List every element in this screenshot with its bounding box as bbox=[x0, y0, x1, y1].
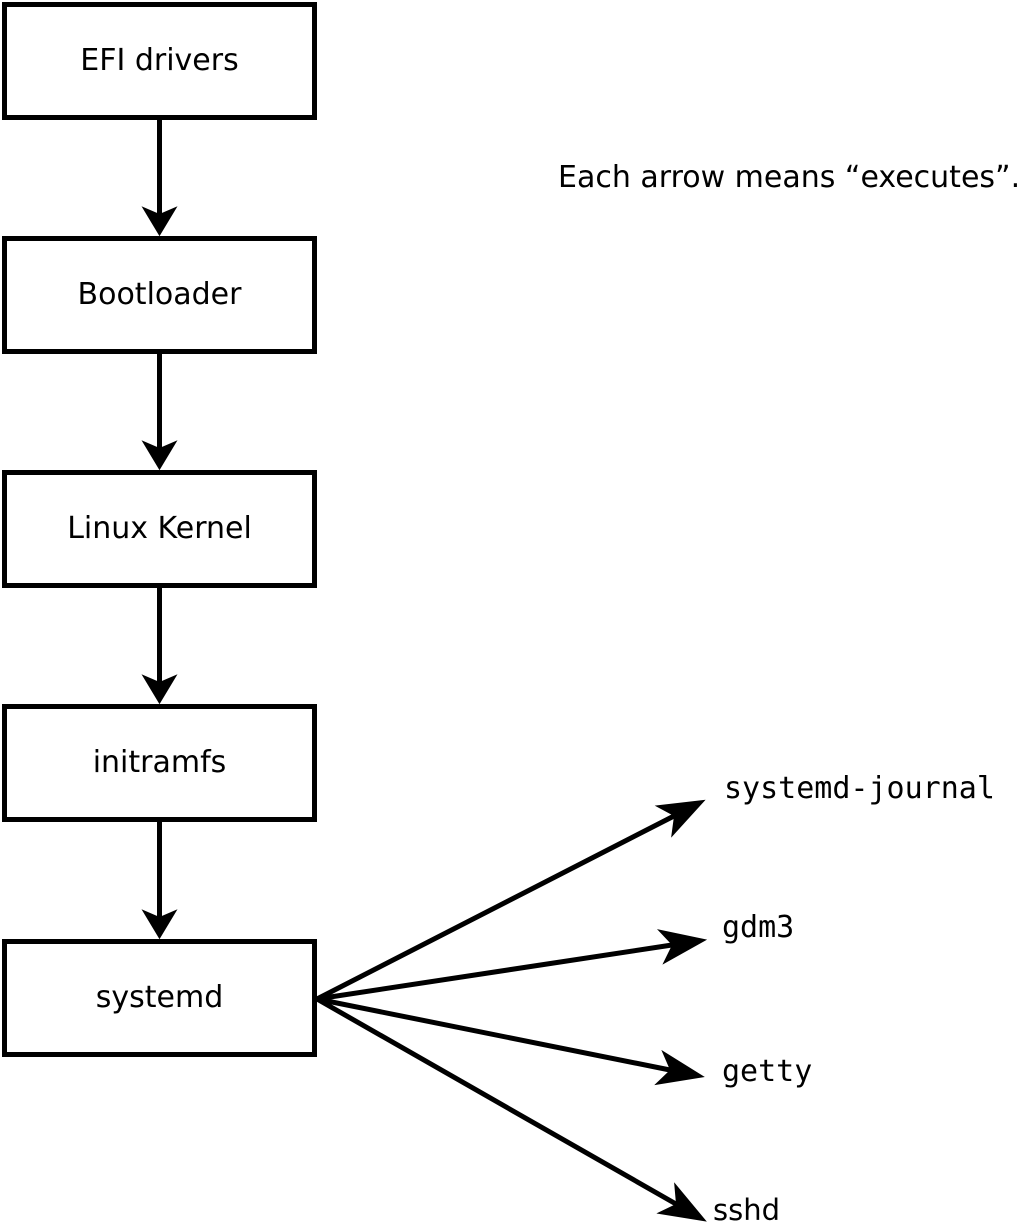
node-linux-kernel-label: Linux Kernel bbox=[67, 511, 252, 546]
leaf-getty: getty bbox=[722, 1054, 813, 1089]
node-efi-drivers-label: EFI drivers bbox=[80, 43, 239, 78]
node-bootloader: Bootloader bbox=[2, 236, 317, 354]
legend-annotation: Each arrow means “executes”. bbox=[558, 160, 1021, 195]
edge-systemd-to-gdm3 bbox=[314, 929, 708, 1002]
node-initramfs-label: initramfs bbox=[92, 745, 227, 780]
node-linux-kernel: Linux Kernel bbox=[2, 470, 317, 588]
node-initramfs: initramfs bbox=[2, 704, 317, 822]
node-bootloader-label: Bootloader bbox=[77, 277, 242, 312]
node-systemd: systemd bbox=[2, 939, 317, 1057]
node-efi-drivers: EFI drivers bbox=[2, 2, 317, 120]
leaf-systemd-journal: systemd-journal bbox=[724, 771, 995, 806]
edge-systemd-to-sshd bbox=[314, 996, 707, 1222]
node-systemd-label: systemd bbox=[95, 980, 224, 1015]
edge-systemd-to-systemd-journal bbox=[314, 799, 706, 1002]
leaf-sshd: sshd bbox=[713, 1193, 781, 1227]
edge-systemd-to-getty bbox=[314, 996, 705, 1086]
leaf-gdm3: gdm3 bbox=[722, 910, 795, 945]
